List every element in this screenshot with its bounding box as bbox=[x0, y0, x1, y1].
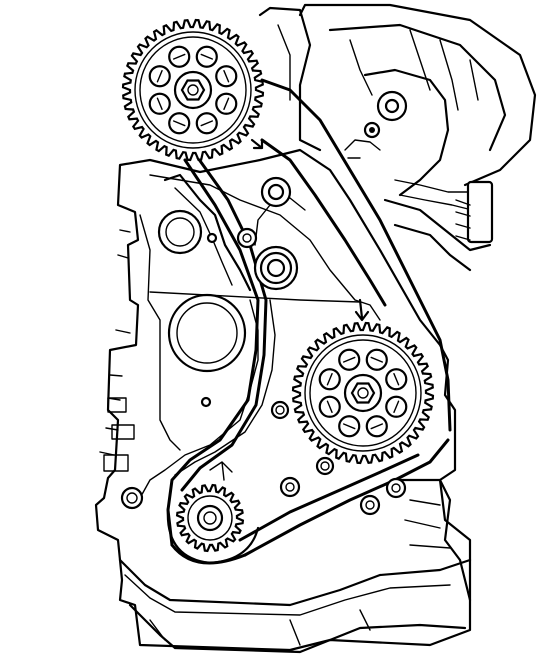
left-boss-1 bbox=[107, 397, 127, 413]
bolt bbox=[236, 227, 258, 249]
belt-span-lower-inner bbox=[238, 453, 420, 542]
connector-pins bbox=[455, 199, 471, 241]
hole-detail bbox=[172, 120, 186, 127]
bolt bbox=[206, 232, 218, 244]
timing-belt bbox=[166, 78, 452, 565]
upper-bracket bbox=[258, 6, 322, 152]
intake-pipe-ribs bbox=[349, 29, 479, 111]
belt-span-left bbox=[166, 158, 260, 547]
hole-detail bbox=[156, 69, 163, 83]
hole-detail bbox=[370, 356, 384, 363]
water-pump-ring bbox=[157, 209, 203, 255]
intake-pipe-inner bbox=[328, 23, 507, 152]
hole-detail bbox=[200, 120, 214, 127]
bolt bbox=[385, 477, 407, 499]
upper-bracket-inner bbox=[277, 24, 291, 101]
tensioner-bolt-upper-hub bbox=[267, 183, 285, 201]
idler-upper-right bbox=[376, 90, 408, 122]
intake-pipe-upper bbox=[298, 3, 537, 187]
hose-lower-2 bbox=[393, 223, 472, 272]
bolt bbox=[120, 486, 144, 510]
bolt bbox=[315, 456, 335, 476]
lower-right-rib bbox=[404, 499, 451, 549]
camshaft-sprocket bbox=[121, 18, 265, 162]
belt-span-right-outer bbox=[260, 78, 452, 432]
pump-housing-left bbox=[163, 173, 252, 292]
bolt bbox=[279, 476, 301, 498]
sprocket-rim bbox=[134, 31, 252, 149]
sprocket-hub bbox=[196, 504, 224, 532]
hole-detail bbox=[223, 69, 230, 83]
hex-nut-icon bbox=[180, 79, 206, 101]
bolt bbox=[270, 400, 290, 420]
bolt bbox=[200, 396, 212, 408]
manifold-area bbox=[258, 3, 537, 272]
crankshaft-sprocket bbox=[166, 483, 260, 565]
hole-detail bbox=[156, 97, 163, 111]
tensioner-pulley-inner bbox=[266, 258, 286, 278]
tensioner-assembly bbox=[157, 176, 306, 373]
large-opening bbox=[167, 293, 247, 373]
nut-center bbox=[357, 387, 369, 399]
idler-pulley-hub bbox=[384, 98, 400, 114]
sensor-wire bbox=[344, 139, 381, 159]
engine-block-outline bbox=[94, 148, 472, 652]
lower-right-flange bbox=[398, 478, 472, 602]
fuel-line-2 bbox=[399, 194, 473, 211]
hole-detail bbox=[342, 423, 356, 430]
hole-detail bbox=[172, 53, 186, 60]
oil-pan-rib bbox=[149, 609, 371, 646]
connector-block bbox=[466, 180, 494, 244]
belt-span-left-inner bbox=[180, 156, 268, 492]
hole-detail bbox=[223, 97, 230, 111]
oil-pan-lip bbox=[124, 574, 451, 616]
bolt bbox=[359, 494, 381, 516]
hole-detail bbox=[393, 400, 400, 414]
oil-pan bbox=[118, 558, 472, 607]
crank-mark bbox=[209, 461, 233, 481]
left-rib bbox=[99, 229, 131, 456]
sprocket-rim-inner bbox=[309, 339, 417, 447]
hole-detail bbox=[326, 400, 333, 414]
arrow-icon bbox=[354, 298, 370, 322]
sensor-bolt-center bbox=[369, 127, 375, 133]
hole-detail bbox=[326, 372, 333, 386]
hole-detail bbox=[370, 423, 384, 430]
bolts bbox=[120, 227, 407, 516]
hole-detail bbox=[200, 53, 214, 60]
sprocket-rim bbox=[187, 495, 233, 541]
hex-nut-icon bbox=[350, 382, 376, 404]
belt-span-right-inner bbox=[260, 138, 387, 307]
hole-detail bbox=[393, 372, 400, 386]
sprocket-rim-inner bbox=[139, 36, 247, 144]
cover-seam-2 bbox=[174, 299, 276, 476]
left-boss-3 bbox=[103, 454, 129, 472]
arrow-icon bbox=[250, 138, 264, 150]
large-opening-inner bbox=[176, 302, 238, 364]
water-pump-inner bbox=[165, 217, 195, 247]
crank-pulley-outline bbox=[166, 506, 260, 565]
injection-pump-sprocket bbox=[291, 321, 435, 465]
cover-edge-left bbox=[139, 214, 181, 451]
fuel-line-1 bbox=[394, 179, 471, 193]
belt-span-lower bbox=[243, 438, 450, 557]
hole-detail bbox=[342, 356, 356, 363]
nut-center bbox=[187, 84, 199, 96]
hose-lower bbox=[383, 198, 492, 252]
pipe-bend bbox=[363, 68, 450, 197]
left-boss-2 bbox=[111, 424, 135, 440]
hub-bore bbox=[203, 511, 217, 525]
timing-marks bbox=[209, 138, 370, 481]
sprocket-rim bbox=[304, 334, 422, 452]
